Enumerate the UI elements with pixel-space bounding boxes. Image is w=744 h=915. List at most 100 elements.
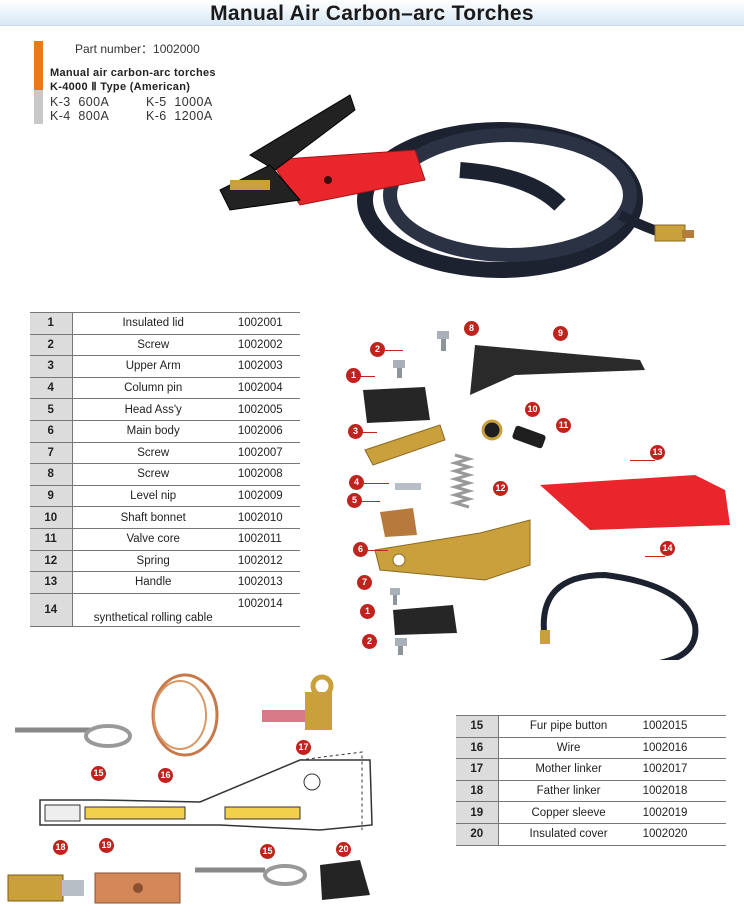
part-number-cell: 5 [30,398,73,421]
leader-line [645,556,665,557]
part-name-cell: Head Ass'y [72,398,234,421]
callout-1-lower: 1 [360,604,375,619]
part-name-cell: Shaft bonnet [72,506,234,529]
callout-15: 15 [91,766,106,781]
part-number-cell: 7 [30,441,73,465]
part-number-cell: 2 [30,333,73,357]
part-code-cell: 1002005 [233,398,300,421]
description-line-1: Manual air carbon-arc torches [50,67,216,79]
part-number-cell: 13 [30,571,73,594]
part-code-cell: 1002013 [233,571,300,594]
accent-bar-grey [34,90,43,124]
model-k5: K-5 1000A [146,95,213,109]
part-code-cell: 1002010 [233,506,300,529]
callout-12: 12 [493,481,508,496]
part-name-cell: Screw [72,441,234,465]
callout-17: 17 [296,740,311,755]
part-code-cell: 1002002 [233,333,300,357]
part-name-cell: Main body [72,419,234,443]
part-number-cell: 10 [30,506,73,529]
part-name-cell: synthetical rolling cable [72,592,234,627]
part-number-cell: 12 [30,549,73,573]
callout-10: 10 [525,402,540,417]
callout-20: 20 [336,842,351,857]
part-name-cell: Handle [72,571,234,594]
part-code-cell: 1002015 [638,715,726,738]
part-code-cell: 1002017 [638,758,726,781]
part-code-cell: 1002003 [233,355,300,378]
callout-8: 8 [464,321,479,336]
part-code-cell: 1002019 [638,801,726,824]
leader-line [360,376,375,377]
part-number-cell: 1 [30,312,73,335]
part-number-cell: 17 [456,758,499,781]
callout-2-lower: 2 [362,634,377,649]
callout-7: 7 [357,575,372,590]
callout-18: 18 [53,840,68,855]
part-code-cell: 1002008 [233,463,300,486]
leader-line [385,350,403,351]
callout-9: 9 [553,326,568,341]
part-name-cell: Column pin [72,376,234,400]
part-number-cell: 18 [456,779,499,803]
part-code-cell: 1002018 [638,779,726,803]
part-number-cell: 14 [30,592,73,627]
part-name-cell: Screw [72,463,234,486]
part-name-cell: Mother linker [498,758,639,781]
part-code-cell: 1002001 [233,312,300,335]
part-name-cell: Valve core [72,527,234,551]
part-number-cell: 4 [30,376,73,400]
part-number-cell: 20 [456,822,499,846]
part-code-cell: 1002016 [638,736,726,760]
part-name-cell: Insulated cover [498,822,639,846]
part-number-cell: 15 [456,715,499,738]
part-code-cell: 1002006 [233,419,300,443]
part-name-cell: Copper sleeve [498,801,639,824]
part-name-cell: Spring [72,549,234,573]
callout-1: 1 [346,368,361,383]
part-name-cell: Upper Arm [72,355,234,378]
accent-bar-orange [34,41,43,90]
part-number-cell: 16 [456,736,499,760]
leader-line [364,483,389,484]
part-name-cell: Level nip [72,484,234,508]
description-line-2: K-4000 Ⅱ Type (American) [50,81,191,93]
part-code-cell: 1002012 [233,549,300,573]
callout-2: 2 [370,342,385,357]
part-code-cell: 1002009 [233,484,300,508]
callout-4: 4 [349,475,364,490]
part-number-cell: 19 [456,801,499,824]
callout-16: 16 [158,768,173,783]
callout-13: 13 [650,445,665,460]
callout-3: 3 [348,424,363,439]
model-k4: K-4 800A [50,109,110,123]
leader-line [630,460,655,461]
part-name-cell: Fur pipe button [498,715,639,738]
part-code-cell: 1002007 [233,441,300,465]
part-number: Part number：1002000 [75,42,200,56]
leader-line [362,501,380,502]
torch-assembly-image [219,94,694,278]
callout-6: 6 [353,542,368,557]
part-code-cell: 1002014 [233,592,300,627]
part-name-cell: Screw [72,333,234,357]
leader-line [362,432,377,433]
title-bar [0,0,744,26]
part-name-cell: Father linker [498,779,639,803]
